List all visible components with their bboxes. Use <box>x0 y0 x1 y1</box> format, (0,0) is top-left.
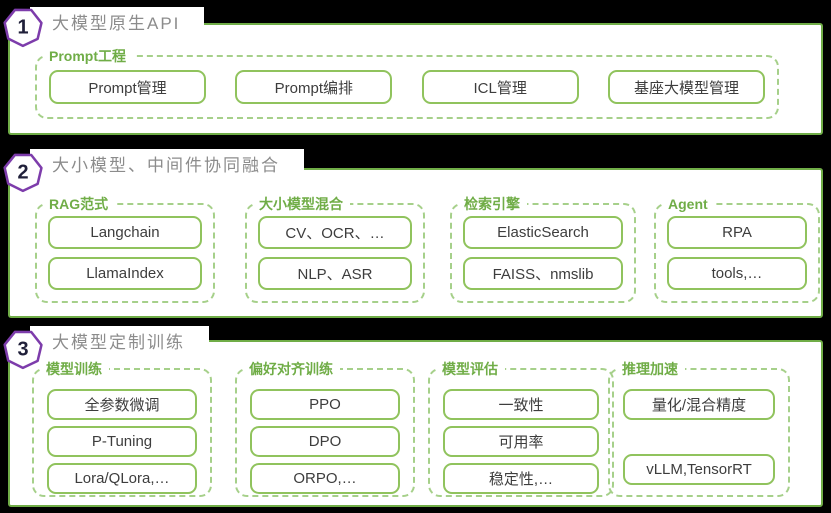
item-box: 全参数微调 <box>47 389 197 420</box>
item-box: DPO <box>250 426 400 457</box>
group-preference-alignment: 偏好对齐训练 PPO DPO ORPO,… <box>235 359 415 497</box>
heptagon-icon: 1 <box>3 8 43 48</box>
group-label: 检索引擎 <box>460 194 527 214</box>
section-number: 3 <box>17 338 28 360</box>
group-model-training: 模型训练 全参数微调 P-Tuning Lora/QLora,… <box>32 359 212 497</box>
item-box: FAISS、nmslib <box>463 257 623 290</box>
item-box: 稳定性,… <box>443 463 599 494</box>
section-llm-native-api: 1 大模型原生API Prompt工程 Prompt管理 Prompt编排 IC… <box>3 7 823 135</box>
group-label: 推理加速 <box>618 359 685 379</box>
section-title-tab: 大模型定制训练 <box>30 326 209 355</box>
item-box: PPO <box>250 389 400 420</box>
group-model-evaluation: 模型评估 一致性 可用率 稳定性,… <box>428 359 614 497</box>
item-box: Prompt编排 <box>235 70 393 104</box>
item-box: Lora/QLora,… <box>47 463 197 494</box>
group-label: 大小模型混合 <box>255 194 350 214</box>
item-box: ICL管理 <box>421 70 579 104</box>
item-box: Prompt管理 <box>49 70 206 104</box>
item-box: NLP、ASR <box>258 257 412 290</box>
group-agent: Agent RPA tools,… <box>654 194 820 303</box>
section-number-badge: 3 <box>1 327 45 371</box>
item-box: LlamaIndex <box>48 257 202 290</box>
group-label: Prompt工程 <box>45 46 133 66</box>
heptagon-icon: 2 <box>3 153 43 193</box>
item-box: tools,… <box>667 257 807 290</box>
item-box: ORPO,… <box>250 463 400 494</box>
group-prompt-engineering: Prompt工程 Prompt管理 Prompt编排 ICL管理 基座大模型管理 <box>35 46 779 119</box>
item-box: CV、OCR、… <box>258 216 412 249</box>
heptagon-icon: 3 <box>3 330 43 370</box>
section-number: 1 <box>17 16 28 38</box>
item-box: RPA <box>667 216 807 249</box>
section-custom-training: 3 大模型定制训练 模型训练 全参数微调 P-Tuning Lora/QLora… <box>3 326 823 507</box>
section-title-tab: 大模型原生API <box>30 7 205 36</box>
item-box: 基座大模型管理 <box>607 70 765 104</box>
item-box: Langchain <box>48 216 202 249</box>
group-label: 偏好对齐训练 <box>245 359 340 379</box>
item-box: vLLM,TensorRT <box>623 454 775 485</box>
section-title-tab: 大小模型、中间件协同融合 <box>30 149 304 178</box>
group-inference-acceleration: 推理加速 量化/混合精度 vLLM,TensorRT <box>608 359 790 497</box>
section-title: 大模型原生API <box>52 14 181 33</box>
group-search-engine: 检索引擎 ElasticSearch FAISS、nmslib <box>450 194 636 303</box>
group-label: 模型训练 <box>42 359 109 379</box>
group-label: 模型评估 <box>438 359 505 379</box>
item-box: 量化/混合精度 <box>623 389 775 420</box>
item-box: ElasticSearch <box>463 216 623 249</box>
section-model-middleware-fusion: 2 大小模型、中间件协同融合 RAG范式 Langchain LlamaInde… <box>3 149 823 318</box>
group-rag: RAG范式 Langchain LlamaIndex <box>35 194 215 303</box>
group-label: RAG范式 <box>45 194 116 214</box>
section-title: 大模型定制训练 <box>52 333 185 352</box>
group-model-mix: 大小模型混合 CV、OCR、… NLP、ASR <box>245 194 425 303</box>
group-label: Agent <box>664 194 715 214</box>
section-number-badge: 1 <box>1 5 45 49</box>
section-title: 大小模型、中间件协同融合 <box>52 156 280 175</box>
section-number-badge: 2 <box>1 150 45 194</box>
item-box: P-Tuning <box>47 426 197 457</box>
section-number: 2 <box>17 161 28 183</box>
item-box: 可用率 <box>443 426 599 457</box>
item-box: 一致性 <box>443 389 599 420</box>
